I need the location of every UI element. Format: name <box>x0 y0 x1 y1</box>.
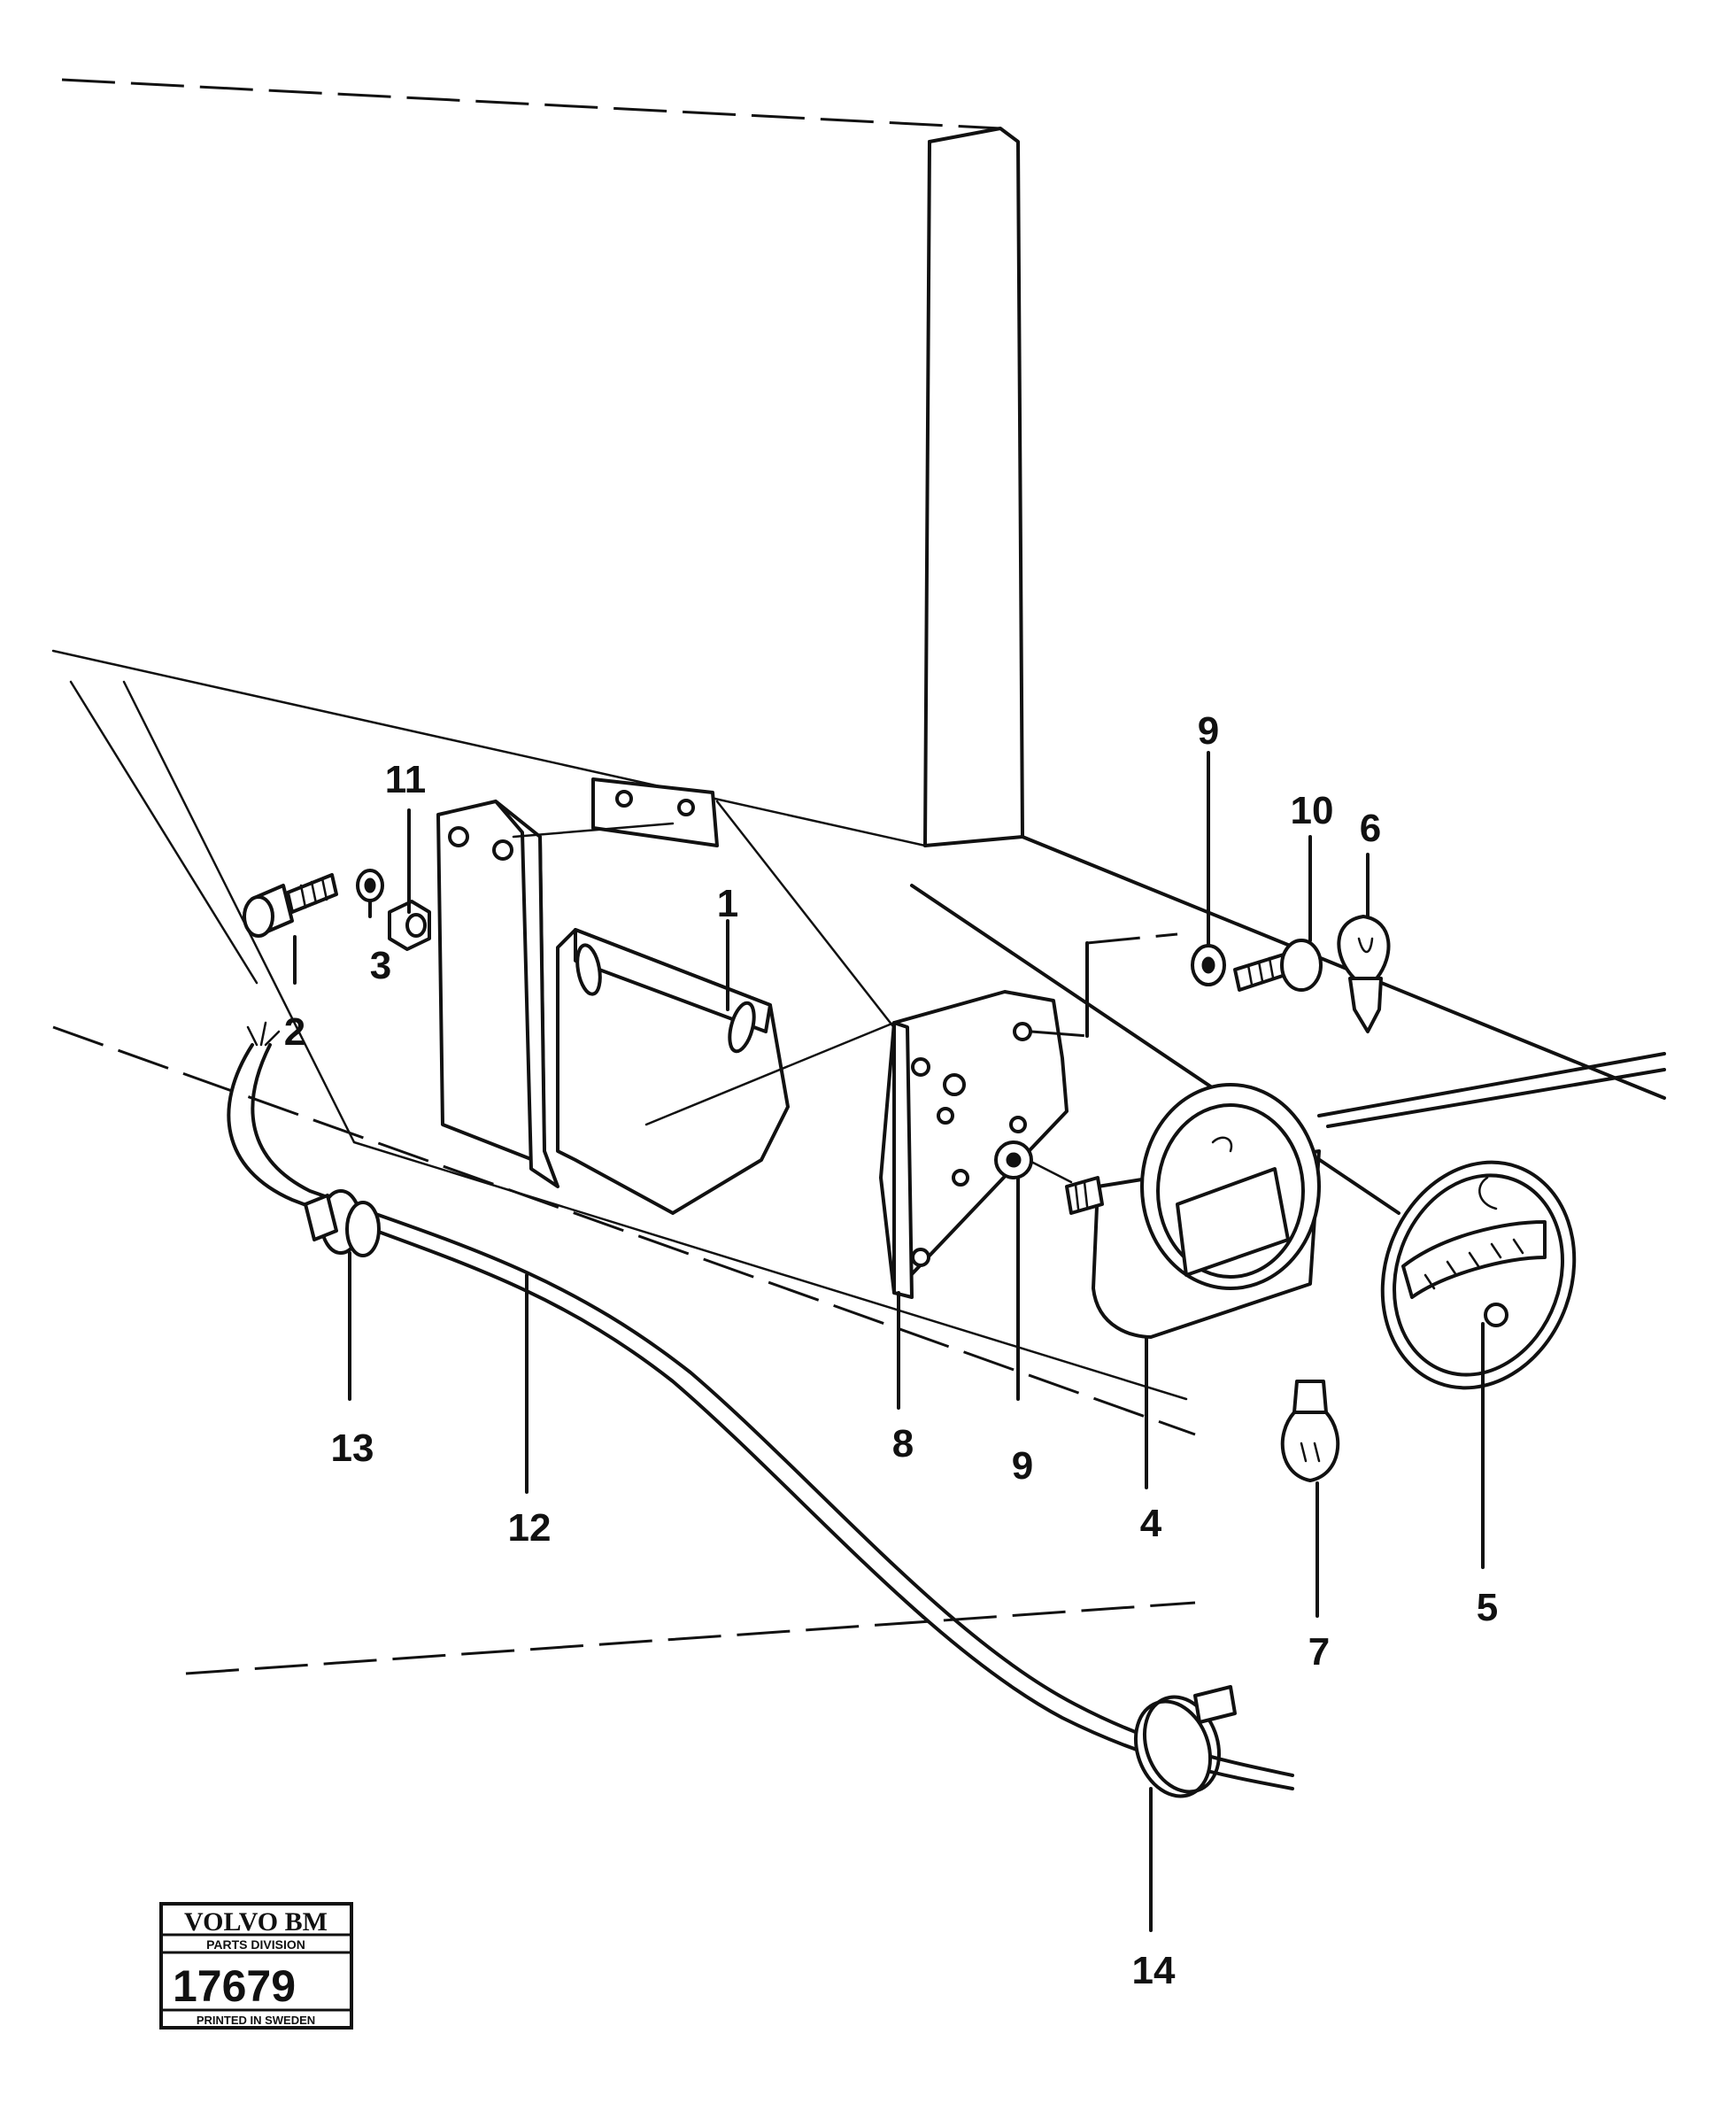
callout-14: 14 <box>1132 1949 1176 1992</box>
lens-part-5 <box>1380 1160 1577 1390</box>
stamp-number: 17679 <box>173 1961 296 2011</box>
callout-13: 13 <box>331 1426 374 1470</box>
panel-mount-plate <box>591 777 719 847</box>
callout-2: 2 <box>284 1010 305 1054</box>
callout-8: 8 <box>892 1422 914 1465</box>
callout-3: 3 <box>370 944 391 987</box>
leader-lines <box>293 751 1485 1932</box>
grommet-part-13 <box>304 1189 381 1257</box>
washer-part-9-upper <box>1191 944 1226 986</box>
washer-part-9-lower <box>994 1140 1073 1184</box>
callout-11: 11 <box>385 758 427 801</box>
bolt-part-2 <box>243 873 338 938</box>
cable-part-12 <box>227 1021 1294 1790</box>
stamp-brand: VOLVO BM <box>184 1907 328 1937</box>
callout-6: 6 <box>1360 807 1381 850</box>
callout-labels: 1 2 3 4 5 6 7 8 9 9 10 11 12 13 14 <box>284 709 1498 1992</box>
callout-12: 12 <box>508 1506 552 1550</box>
light-plate-part-8 <box>879 932 1178 1299</box>
callout-7: 7 <box>1308 1630 1330 1674</box>
stamp-division: PARTS DIVISION <box>206 1937 305 1952</box>
bracket-part-1 <box>436 800 896 1215</box>
callout-4: 4 <box>1140 1502 1162 1545</box>
nut-part-11 <box>388 900 431 951</box>
callout-1: 1 <box>717 882 738 925</box>
stamp-footer: PRINTED IN SWEDEN <box>197 2014 315 2027</box>
washer-part-3 <box>356 869 384 902</box>
hose-clamp-part-14 <box>1133 1685 1237 1798</box>
callout-10: 10 <box>1291 789 1334 832</box>
callout-9-upper: 9 <box>1198 709 1219 753</box>
bulb-part-6 <box>1337 915 1391 1033</box>
screw-part-10 <box>1233 939 1323 992</box>
lamp-housing-part-4 <box>1065 1083 1321 1339</box>
parts-division-stamp: VOLVO BM PARTS DIVISION 17679 PRINTED IN… <box>159 1902 353 2030</box>
bulb-part-7 <box>1280 1380 1340 1482</box>
machine-panel <box>51 78 1666 1675</box>
callout-9-lower: 9 <box>1012 1444 1033 1488</box>
callout-5: 5 <box>1477 1586 1498 1629</box>
